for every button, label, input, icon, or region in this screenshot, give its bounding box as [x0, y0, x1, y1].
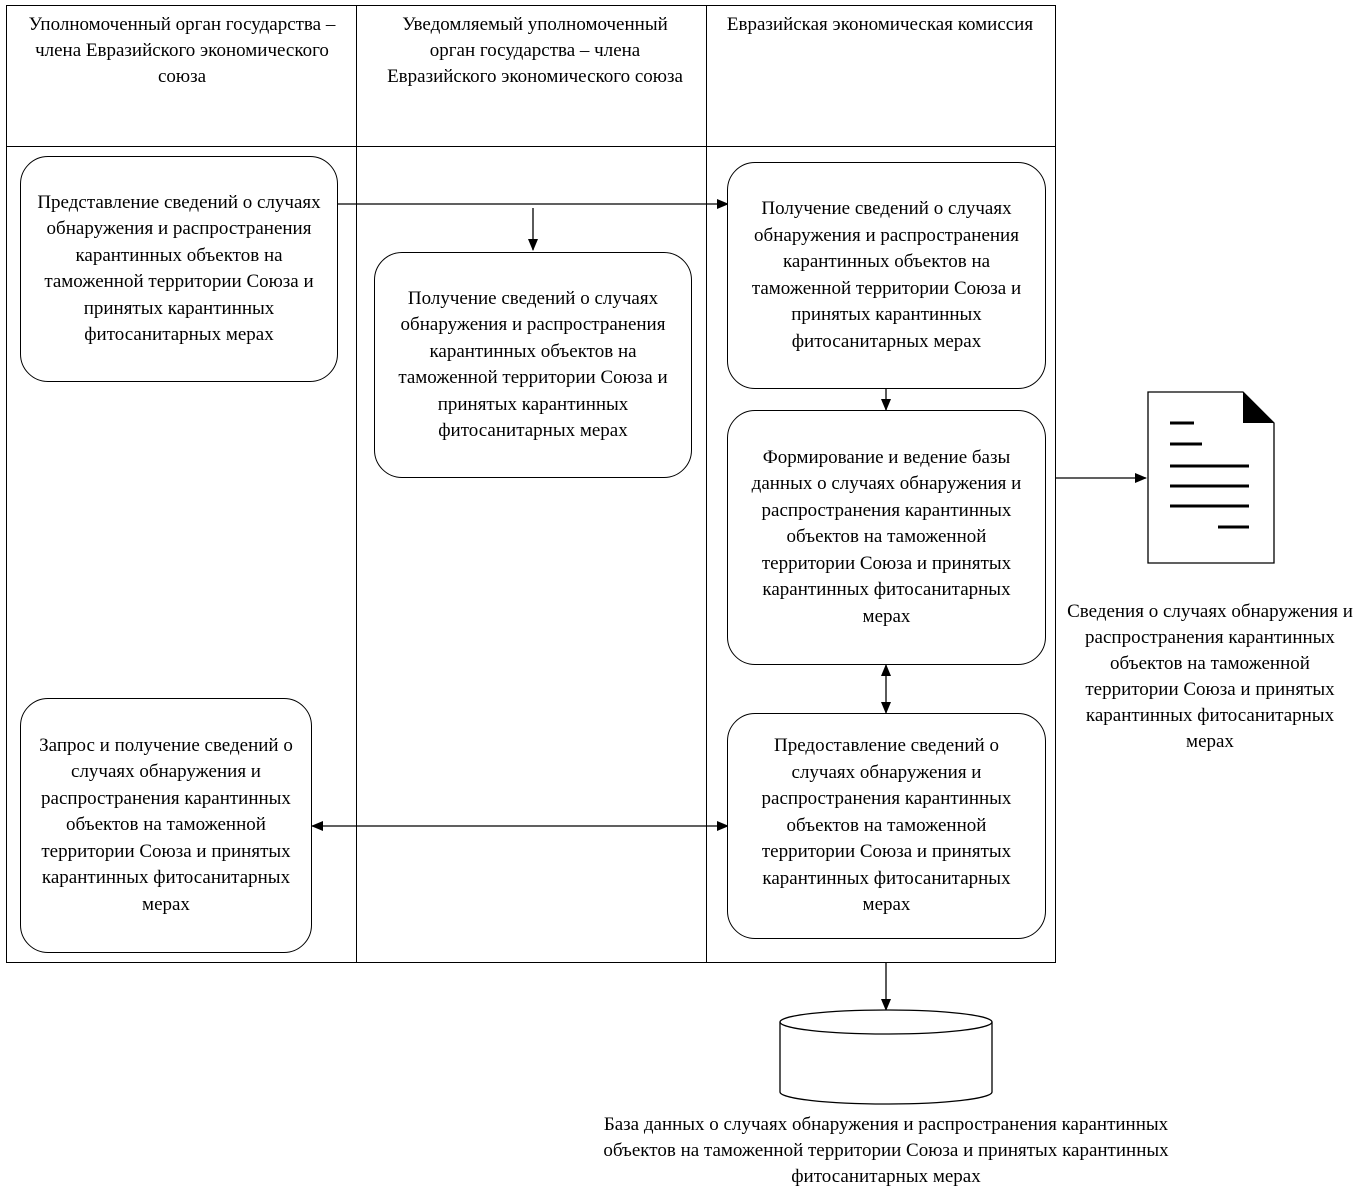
database-icon [779, 1009, 993, 1105]
step-notified-receive-label: Получение сведений о случаях обнаружения… [398, 287, 668, 442]
step-commission-receive-label: Получение сведений о случаях обнаружения… [751, 198, 1022, 352]
step-submit-info-label: Представление сведений о случаях обнаруж… [37, 191, 321, 346]
database-caption: База данных о случаях обнаружения и расп… [603, 1114, 1169, 1187]
swimlane-frame [6, 5, 1056, 963]
step-notified-receive: Получение сведений о случаях обнаружения… [374, 252, 692, 478]
step-commission-receive: Получение сведений о случаях обнаружения… [727, 162, 1046, 389]
document-icon [1147, 391, 1275, 564]
lane-header-notified-state: Уведомляемый уполномоченный орган госуда… [387, 14, 683, 87]
lane-header-commission: Евразийская экономическая комиссия [726, 14, 1034, 35]
step-submit-info: Представление сведений о случаях обнаруж… [20, 156, 338, 382]
header-separator [6, 146, 1056, 147]
document-caption: Сведения о случаях обнаружения и распрос… [1067, 601, 1353, 752]
lane-header-member-state: Уполномоченный орган государства – члена… [28, 14, 336, 87]
step-request-info-label: Запрос и получение сведений о случаях об… [39, 734, 293, 915]
step-form-database: Формирование и ведение базы данных о слу… [727, 410, 1046, 665]
step-form-database-label: Формирование и ведение базы данных о слу… [751, 446, 1022, 627]
step-provide-info-label: Предоставление сведений о случаях обнару… [761, 735, 1012, 916]
step-request-info: Запрос и получение сведений о случаях об… [20, 698, 312, 953]
lane-divider [356, 5, 357, 963]
step-provide-info: Предоставление сведений о случаях обнару… [727, 713, 1046, 939]
lane-divider [706, 5, 707, 963]
